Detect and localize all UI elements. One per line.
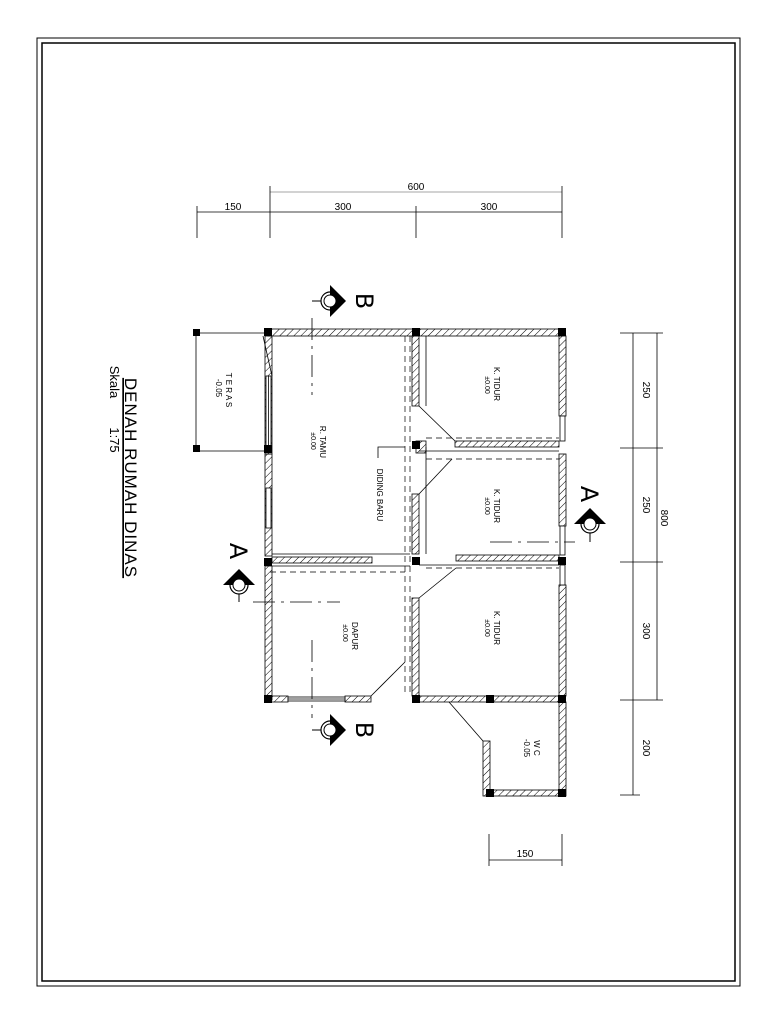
section-label-b-bottom: B xyxy=(350,722,378,738)
dim-bottom-wc: 150 xyxy=(517,849,534,860)
dim-right-4: 200 xyxy=(640,740,651,757)
room-tamu-name: R. TAMU xyxy=(318,426,327,458)
columns xyxy=(193,328,566,797)
room-tamu-level: ±0.00 xyxy=(309,432,316,450)
room-dapur-name: DAPUR xyxy=(350,622,359,650)
wall-center-2 xyxy=(411,493,420,555)
wall-bottom-mid xyxy=(344,695,372,703)
dim-right-total: 800 xyxy=(658,510,669,527)
section-label-b-top: B xyxy=(350,293,378,309)
dim-top-mid: 300 xyxy=(335,202,352,213)
wall-right-1 xyxy=(558,335,567,417)
dashed-lines xyxy=(270,336,559,696)
wall-right-3 xyxy=(558,584,567,697)
dim-right-2: 250 xyxy=(640,497,651,514)
room-tidur1-name: K. TIDUR xyxy=(492,367,501,401)
room-tidur3-level: ±0.00 xyxy=(483,619,490,637)
annotation-diding-baru: DIDING BARU xyxy=(375,469,384,522)
wall-wc-left xyxy=(482,740,491,797)
dim-right-3: 300 xyxy=(640,623,651,640)
room-tidur3-name: K. TIDUR xyxy=(492,611,501,645)
scale-label: Skala xyxy=(107,366,122,399)
wall-wc-right xyxy=(558,701,567,797)
room-teras-name: T E R A S xyxy=(224,373,233,408)
sheet-border-inner xyxy=(41,42,736,982)
sheet-border-outer xyxy=(36,37,741,987)
room-wc-name: W C xyxy=(532,740,541,756)
dim-top-total: 600 xyxy=(408,182,425,193)
scale-value: 1:75 xyxy=(107,427,122,452)
section-marker-b-bottom xyxy=(312,714,346,746)
wall-center-3 xyxy=(411,597,420,697)
section-label-a-left: A xyxy=(224,543,252,560)
wall-right-2 xyxy=(558,453,567,527)
wall-tamu-dapur xyxy=(271,556,373,564)
doors xyxy=(262,335,484,742)
room-teras-level: -0.05 xyxy=(214,379,223,398)
room-dapur-level: ±0.00 xyxy=(341,624,348,642)
annotation-leader xyxy=(377,446,405,458)
section-label-a-right: A xyxy=(575,486,603,503)
wall-bottom-right xyxy=(415,695,491,703)
section-marker-a-left xyxy=(223,569,255,602)
wall-left-lower xyxy=(264,565,273,701)
dim-top-left-ext: 150 xyxy=(225,202,242,213)
section-marker-a-right xyxy=(574,508,606,542)
section-lines xyxy=(253,318,575,718)
room-tidur1-level: ±0.00 xyxy=(483,376,490,394)
wall-center-1 xyxy=(411,335,420,407)
wall-bed-1 xyxy=(454,440,560,448)
room-tidur2-name: K. TIDUR xyxy=(492,489,501,523)
dimension-lines xyxy=(196,186,663,866)
wall-wc-bottom xyxy=(489,789,564,797)
room-tidur2-level: ±0.00 xyxy=(483,497,490,515)
dim-right-1: 250 xyxy=(640,382,651,399)
teras-outline xyxy=(195,332,265,452)
dim-top-right: 300 xyxy=(481,202,498,213)
page-title: DENAH RUMAH DINAS xyxy=(121,378,140,578)
section-marker-b-top xyxy=(312,285,346,317)
windows xyxy=(265,375,566,702)
wall-bottom-far xyxy=(489,695,564,703)
wall-bed-2 xyxy=(455,554,560,562)
interior-lines xyxy=(195,332,559,567)
room-wc-level: -0.05 xyxy=(522,739,531,758)
